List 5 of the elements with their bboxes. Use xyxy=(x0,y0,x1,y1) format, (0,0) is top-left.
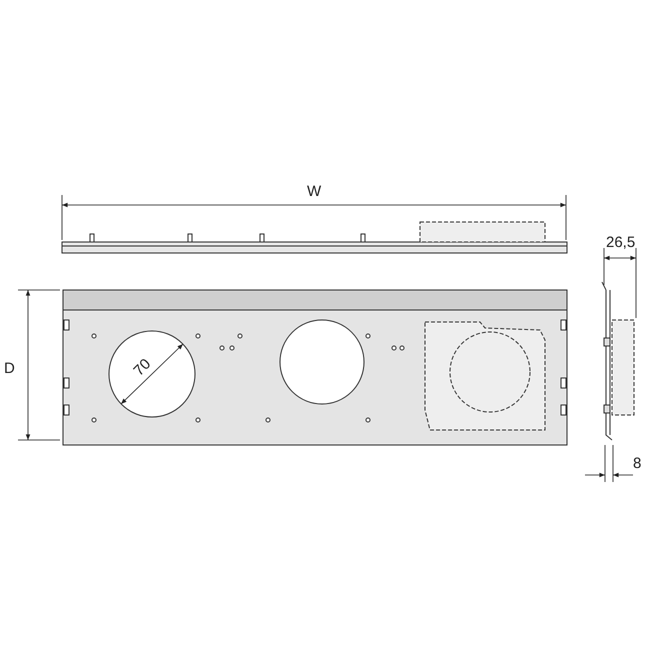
dimension-label: 26,5 xyxy=(606,235,636,250)
dimension-label: 70 xyxy=(131,356,154,379)
dimension-label: 8 xyxy=(633,456,642,471)
dimension-label: D xyxy=(4,361,15,376)
dimension-label: W xyxy=(307,184,322,199)
